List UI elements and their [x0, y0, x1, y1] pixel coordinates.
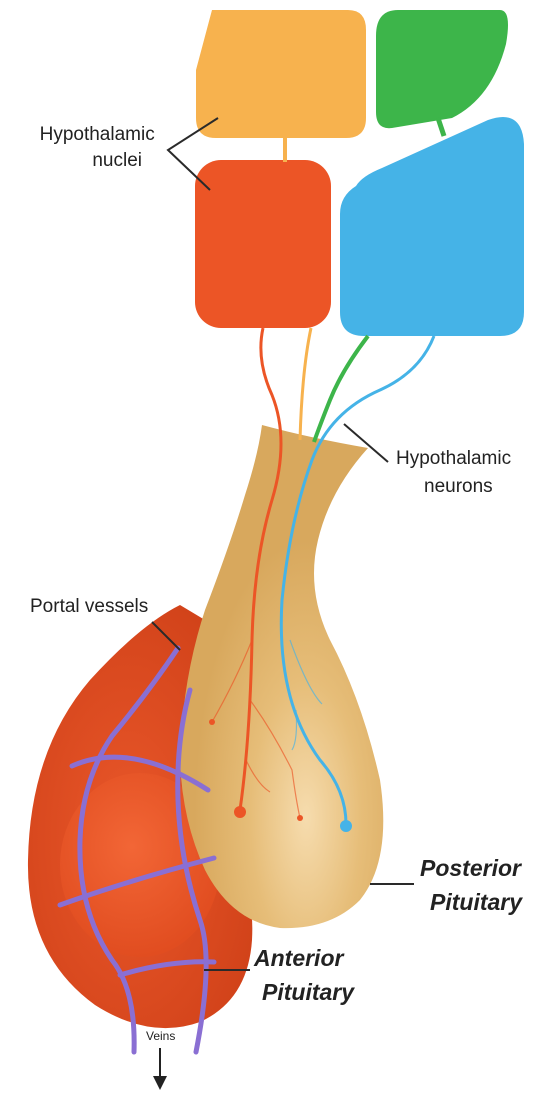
axon-terminal-small-red-2 [297, 815, 303, 821]
nucleus-blue [340, 117, 524, 336]
label-posterior-pituitary: Posterior Pituitary [420, 855, 527, 915]
neuron-orange [300, 328, 311, 440]
label-portal-vessels: Portal vessels [30, 596, 148, 617]
axon-terminal-small-red [209, 719, 215, 725]
label-hypothalamic-neurons: Hypothalamic neurons [396, 448, 516, 497]
nucleus-orange-top [196, 10, 366, 138]
axon-terminal-red [234, 806, 246, 818]
nucleus-red [195, 160, 331, 328]
neuron-green [314, 336, 368, 442]
connector-green [438, 118, 444, 136]
label-anterior-pituitary: Anterior Pituitary [253, 945, 355, 1005]
axon-terminal-blue [340, 820, 352, 832]
label-hypothalamic-nuclei: Hypothalamic nuclei [40, 124, 160, 171]
nucleus-green [376, 10, 508, 128]
veins-arrow-head [153, 1076, 167, 1090]
label-veins: Veins [146, 1029, 175, 1043]
posterior-pituitary [180, 425, 383, 928]
